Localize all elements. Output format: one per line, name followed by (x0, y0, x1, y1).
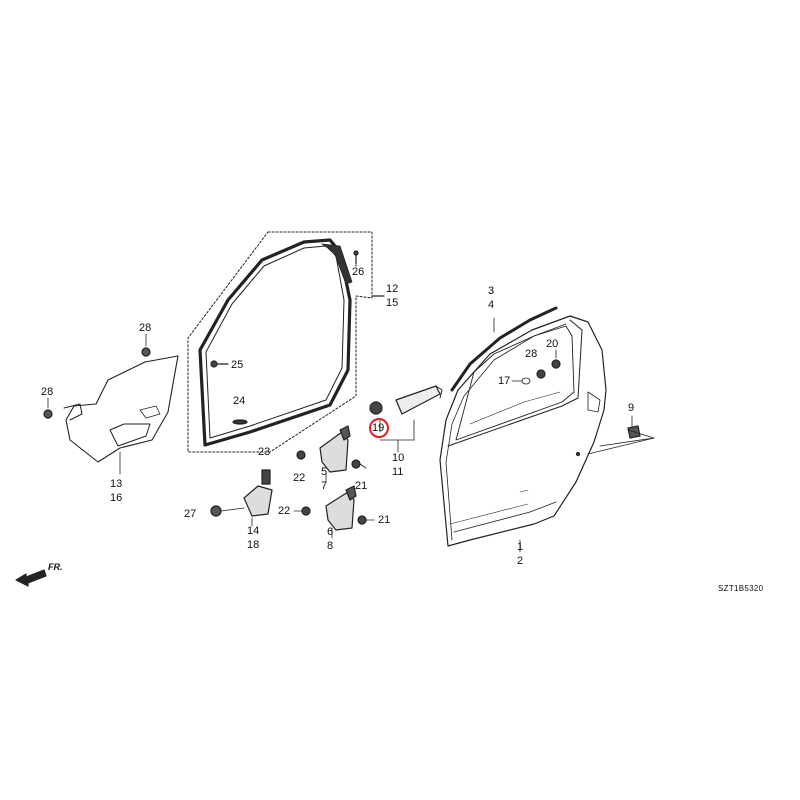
callout-12: 12 (386, 283, 399, 295)
callout-21: 21 (378, 514, 391, 526)
callout-21: 21 (355, 480, 368, 492)
callout-20: 20 (546, 338, 559, 350)
weatherstrip-group (187, 231, 385, 453)
callout-11: 11 (392, 466, 404, 478)
callout-14: 14 (247, 525, 260, 537)
front-direction-label: FR. (48, 562, 63, 572)
callout-4: 4 (488, 299, 495, 311)
callout-18: 18 (247, 539, 260, 551)
callout-28: 28 (41, 386, 54, 398)
callout-17: 17 (498, 375, 511, 387)
callout-6: 6 (327, 526, 334, 538)
door-checker-group (210, 469, 273, 527)
callout-19: 19 (372, 422, 385, 434)
callout-28: 28 (525, 348, 538, 360)
front-direction-arrow (15, 569, 47, 587)
callout-25: 25 (231, 359, 244, 371)
lower-hinge-group (293, 485, 375, 539)
door-shell-group (439, 315, 607, 553)
callout-9: 9 (628, 402, 635, 414)
callout-1: 1 (517, 541, 524, 553)
callout-26: 26 (352, 266, 365, 278)
callout-24: 24 (233, 395, 246, 407)
callout-16: 16 (110, 492, 123, 504)
upper-hinge-group (296, 425, 367, 483)
callout-10: 10 (392, 452, 405, 464)
callout-8: 8 (327, 540, 334, 552)
callout-3: 3 (488, 285, 495, 297)
molding-group (450, 306, 558, 393)
callout-15: 15 (386, 297, 399, 309)
callout-27: 27 (184, 508, 197, 520)
callout-22: 22 (293, 472, 306, 484)
diagram-code: SZT1B5320 (718, 584, 764, 593)
plug-group (587, 415, 655, 455)
callout-28: 28 (139, 322, 152, 334)
callout-22: 22 (278, 505, 291, 517)
callout-2: 2 (517, 555, 524, 567)
striker-group (369, 385, 443, 453)
trim-cover-group (43, 333, 179, 475)
highlight-ring (369, 418, 389, 438)
callout-13: 13 (110, 478, 123, 490)
callout-7: 7 (321, 480, 328, 492)
callout-5: 5 (321, 466, 328, 478)
callout-23: 23 (258, 446, 271, 458)
